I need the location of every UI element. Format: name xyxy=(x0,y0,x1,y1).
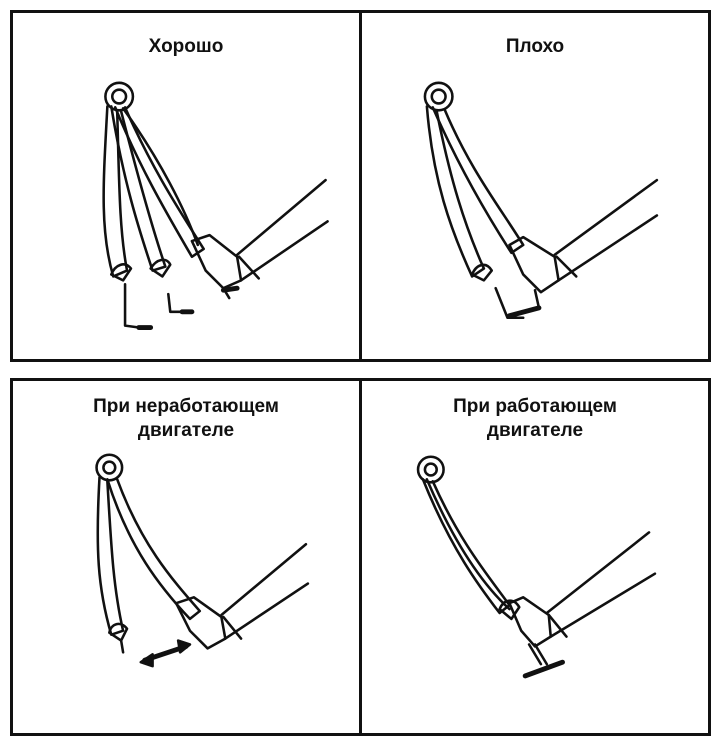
pedal-pad xyxy=(498,599,521,621)
pivot-ring xyxy=(104,81,135,112)
panel-engine-off-caption: При неработающем двигателе xyxy=(93,396,279,441)
leg xyxy=(220,542,310,640)
pedal-arm-positions xyxy=(425,105,525,278)
pedal-pad xyxy=(470,263,494,282)
shoe xyxy=(174,596,227,650)
panel-engine-on: При работающем двигателе xyxy=(359,378,711,736)
pedal-engine-on-illustration xyxy=(416,455,657,679)
leg xyxy=(545,531,657,638)
panel-engine-off: При неработающем двигателе xyxy=(10,378,362,736)
pedal-good-illustration xyxy=(102,81,329,331)
pivot-ring xyxy=(416,455,445,484)
shoe xyxy=(508,235,560,294)
shoe xyxy=(508,596,553,648)
leg xyxy=(553,178,659,282)
pivot-ring xyxy=(95,453,124,482)
pedal-pad xyxy=(108,622,129,654)
pedal-arm-positions xyxy=(421,478,511,615)
free-play-arrow xyxy=(139,639,192,668)
panel-good: Хорошо xyxy=(10,10,362,362)
panel-engine-on-caption: При работающем двигателе xyxy=(453,396,617,441)
free-play-indicator xyxy=(494,286,542,319)
shoe xyxy=(190,233,243,300)
pivot-ring xyxy=(423,81,454,112)
panel-good-caption: Хорошо xyxy=(148,36,224,57)
pedal-arm-positions xyxy=(96,476,202,636)
panel-bad-caption: Плохо xyxy=(505,36,565,57)
pedal-pads xyxy=(110,258,172,282)
panel-bad: Плохо xyxy=(359,10,711,362)
free-play-indicator xyxy=(522,643,565,679)
pedal-bad-illustration xyxy=(423,81,659,319)
leg xyxy=(235,178,329,282)
pedal-arm-positions xyxy=(102,105,205,278)
pedal-engine-off-illustration xyxy=(95,453,310,668)
free-play-indicators xyxy=(123,283,195,331)
